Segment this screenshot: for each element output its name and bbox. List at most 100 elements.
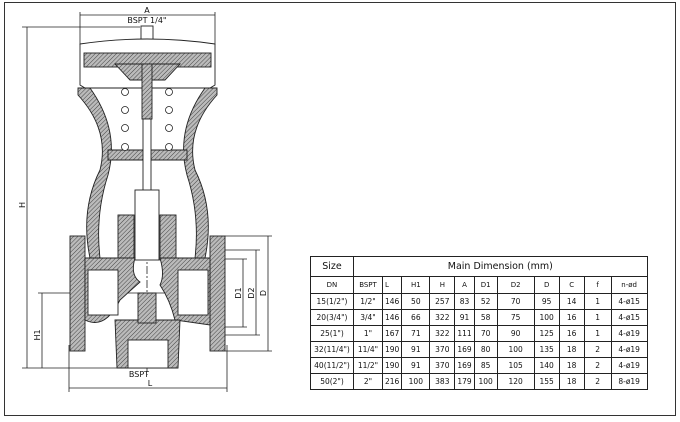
table-cell: 15(1/2") bbox=[310, 293, 354, 310]
label-dim-H: H bbox=[18, 202, 27, 208]
label-dim-D: D bbox=[259, 290, 268, 296]
col-header: D bbox=[533, 276, 560, 294]
table-cell: 169 bbox=[454, 357, 475, 374]
table-cell: 58 bbox=[473, 309, 498, 326]
label-dim-A: A bbox=[144, 6, 150, 15]
table-cell: 179 bbox=[454, 373, 475, 390]
table-cell: 91 bbox=[454, 309, 475, 326]
table-cell: 322 bbox=[429, 325, 456, 342]
valve-section-drawing: BSPT 1/4" A BSPT L H H1 D1 D2 D bbox=[18, 6, 272, 392]
col-header: D2 bbox=[496, 276, 535, 294]
table-cell: 16 bbox=[558, 325, 585, 342]
table-cell: 20(3/4") bbox=[310, 309, 354, 326]
col-header: n-ød bbox=[610, 276, 648, 294]
col-header: A bbox=[454, 276, 475, 294]
spring-icon bbox=[121, 88, 173, 151]
col-header: H1 bbox=[401, 276, 431, 294]
table-cell: 25(1") bbox=[310, 325, 354, 342]
table-cell: 125 bbox=[533, 325, 560, 342]
table-cell: 167 bbox=[381, 325, 403, 342]
table-cell: 190 bbox=[381, 341, 403, 358]
column-header-row: DN BSPT L H1 H A D1 D2 D C f n-ød bbox=[310, 276, 648, 294]
table-cell: 4-ø19 bbox=[610, 341, 648, 358]
col-header: BSPT bbox=[353, 276, 383, 294]
table-cell: 66 bbox=[401, 309, 431, 326]
label-bottom-port: BSPT bbox=[129, 370, 149, 379]
table-cell: 370 bbox=[429, 357, 456, 374]
table-cell: 100 bbox=[473, 373, 498, 390]
table-cell: 18 bbox=[558, 357, 585, 374]
table-cell: 140 bbox=[533, 357, 560, 374]
table-cell: 1 bbox=[583, 293, 612, 310]
main-dimension-header: Main Dimension (mm) bbox=[353, 256, 648, 277]
table-cell: 100 bbox=[401, 373, 431, 390]
label-dim-L: L bbox=[148, 379, 153, 388]
table-cell: 80 bbox=[473, 341, 498, 358]
table-cell: 370 bbox=[429, 341, 456, 358]
table-cell: 1 bbox=[583, 325, 612, 342]
table-cell: 18 bbox=[558, 373, 585, 390]
dimension-table: Size Main Dimension (mm) DN BSPT L H1 H … bbox=[310, 256, 648, 390]
table-cell: 169 bbox=[454, 341, 475, 358]
table-cell: 2 bbox=[583, 373, 612, 390]
table-cell: 95 bbox=[533, 293, 560, 310]
table-cell: 91 bbox=[401, 357, 431, 374]
table-cell: 120 bbox=[496, 373, 535, 390]
label-dim-H1: H1 bbox=[33, 329, 42, 340]
table-cell: 8-ø19 bbox=[610, 373, 648, 390]
drawing-frame bbox=[4, 2, 676, 416]
col-header: H bbox=[429, 276, 456, 294]
col-header: L bbox=[381, 276, 403, 294]
table-cell: 4-ø15 bbox=[610, 309, 648, 326]
col-header: f bbox=[583, 276, 612, 294]
table-cell: 91 bbox=[401, 341, 431, 358]
table-cell: 52 bbox=[473, 293, 498, 310]
table-cell: 216 bbox=[381, 373, 403, 390]
table-cell: 50 bbox=[401, 293, 431, 310]
table-cell: 14 bbox=[558, 293, 585, 310]
table-cell: 70 bbox=[473, 325, 498, 342]
table-cell: 11/2" bbox=[353, 357, 383, 374]
table-cell: 105 bbox=[496, 357, 535, 374]
table-cell: 85 bbox=[473, 357, 498, 374]
col-header: C bbox=[558, 276, 585, 294]
table-cell: 70 bbox=[496, 293, 535, 310]
table-cell: 135 bbox=[533, 341, 560, 358]
table-cell: 32(11/4") bbox=[310, 341, 354, 358]
label-dim-D1: D1 bbox=[234, 287, 243, 298]
table-cell: 83 bbox=[454, 293, 475, 310]
table-cell: 11/4" bbox=[353, 341, 383, 358]
table-cell: 146 bbox=[381, 309, 403, 326]
table-cell: 71 bbox=[401, 325, 431, 342]
table-cell: 1" bbox=[353, 325, 383, 342]
table-cell: 100 bbox=[533, 309, 560, 326]
table-cell: 111 bbox=[454, 325, 475, 342]
table-cell: 4-ø19 bbox=[610, 357, 648, 374]
table-cell: 18 bbox=[558, 341, 585, 358]
table-cell: 146 bbox=[381, 293, 403, 310]
table-cell: 4-ø15 bbox=[610, 293, 648, 310]
label-dim-D2: D2 bbox=[247, 287, 256, 298]
col-header: D1 bbox=[473, 276, 498, 294]
table-cell: 75 bbox=[496, 309, 535, 326]
table-cell: 4-ø19 bbox=[610, 325, 648, 342]
table-cell: 1 bbox=[583, 309, 612, 326]
table-cell: 40(11/2") bbox=[310, 357, 354, 374]
table-cell: 50(2") bbox=[310, 373, 354, 390]
table-cell: 190 bbox=[381, 357, 403, 374]
table-cell: 100 bbox=[496, 341, 535, 358]
size-header: Size bbox=[310, 256, 354, 277]
table-cell: 322 bbox=[429, 309, 456, 326]
label-top-port: BSPT 1/4" bbox=[127, 16, 166, 25]
table-cell: 383 bbox=[429, 373, 456, 390]
table-cell: 16 bbox=[558, 309, 585, 326]
table-cell: 2 bbox=[583, 357, 612, 374]
col-header: DN bbox=[310, 276, 354, 294]
table-cell: 155 bbox=[533, 373, 560, 390]
